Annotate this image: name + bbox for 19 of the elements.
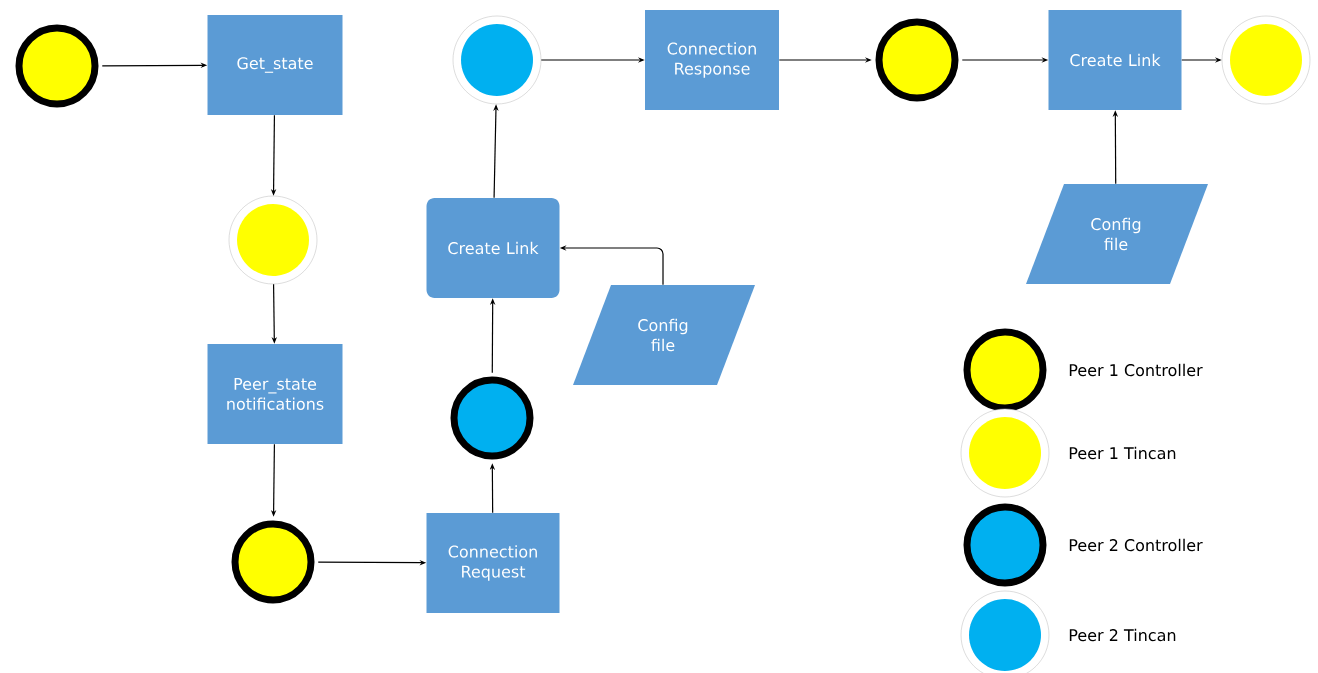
state-circle bbox=[875, 18, 959, 102]
legend-label: Peer 1 Tincan bbox=[1069, 446, 1176, 460]
process-box: Peer_state notifications bbox=[207, 344, 343, 444]
state-circle bbox=[450, 376, 534, 460]
state-circle bbox=[1221, 15, 1311, 105]
legend-label: Peer 2 Tincan bbox=[1069, 628, 1176, 642]
data-parallelogram: Config file bbox=[573, 285, 755, 385]
state-circle bbox=[452, 15, 542, 105]
data-parallelogram: Config file bbox=[1026, 184, 1208, 284]
process-box: Connection Request bbox=[426, 513, 560, 613]
legend-label: Peer 1 Controller bbox=[1069, 363, 1203, 377]
state-circle bbox=[228, 195, 318, 285]
legend-label: Peer 2 Controller bbox=[1069, 538, 1203, 552]
process-box: Get_state bbox=[207, 15, 343, 115]
process-box: Create Link bbox=[1048, 10, 1182, 110]
process-box: Create Link bbox=[426, 198, 560, 298]
state-circle bbox=[231, 520, 315, 604]
process-box: Connection Response bbox=[645, 10, 779, 110]
state-circle bbox=[15, 24, 99, 108]
